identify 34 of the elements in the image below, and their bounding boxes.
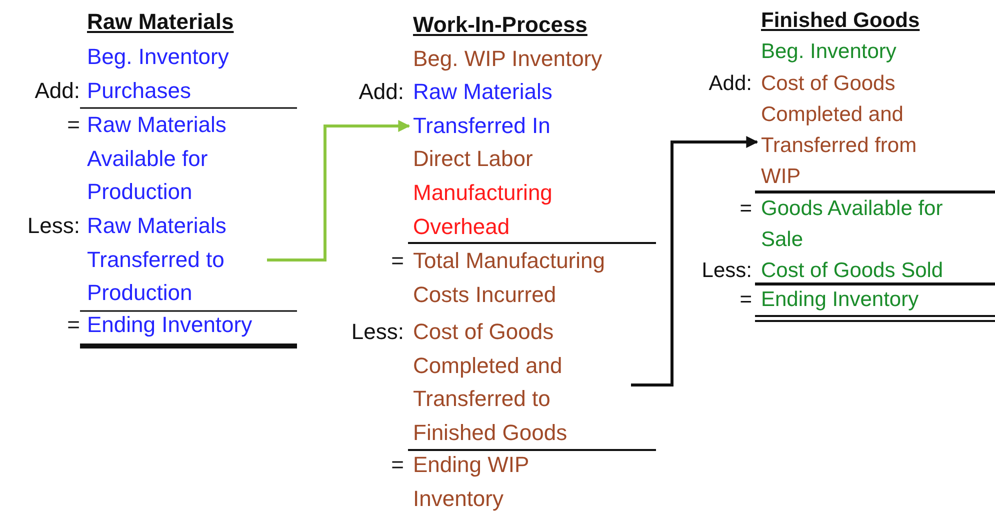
line-item: Cost of Goods Completed and Transferred from WIP	[761, 68, 941, 192]
line-item: Goods Available for Sale	[761, 196, 944, 252]
operator-label: Add:	[358, 78, 404, 106]
line-item: Ending Inventory	[761, 286, 920, 312]
column-heading: Finished Goods	[761, 8, 920, 34]
line-item: Purchases	[87, 77, 192, 106]
line-item: Raw Materials Available for Production	[87, 111, 228, 206]
operator-label: =	[66, 111, 80, 140]
line-item: Raw Materials Transferred In	[413, 75, 631, 142]
line-item: Ending WIP Inventory	[413, 451, 530, 511]
operator-label: Less:	[26, 212, 80, 240]
connector-arrow	[631, 136, 758, 386]
line-item: Direct Labor	[413, 145, 534, 174]
operator-label: Add:	[34, 77, 80, 106]
column-heading: Raw Materials	[87, 8, 234, 36]
line-item: Beg. Inventory	[87, 43, 230, 72]
operator-label: Less:	[700, 258, 752, 284]
line-item: Beg. Inventory	[761, 38, 898, 64]
line-item: Manufacturing Overhead	[413, 179, 554, 241]
connector-arrow	[267, 120, 410, 262]
line-item: Cost of Goods Sold	[761, 258, 944, 284]
operator-label: =	[390, 247, 404, 276]
line-item: Beg. WIP Inventory	[413, 45, 604, 74]
operator-label: =	[390, 451, 404, 480]
operator-label: =	[66, 311, 80, 340]
line-item: Raw Materials Transferred to Production	[87, 209, 257, 310]
column-heading: Work-In-Process	[413, 11, 588, 40]
line-item: Ending Inventory	[87, 311, 254, 340]
operator-label: Less:	[350, 318, 404, 346]
operator-label: Add:	[708, 70, 752, 96]
line-item: Cost of Goods Completed and Transferred to Finished Goods	[413, 315, 631, 450]
operator-label: =	[738, 286, 752, 312]
line-item: Total Manufacturing Costs Incurred	[413, 247, 606, 309]
operator-label: =	[738, 196, 752, 222]
